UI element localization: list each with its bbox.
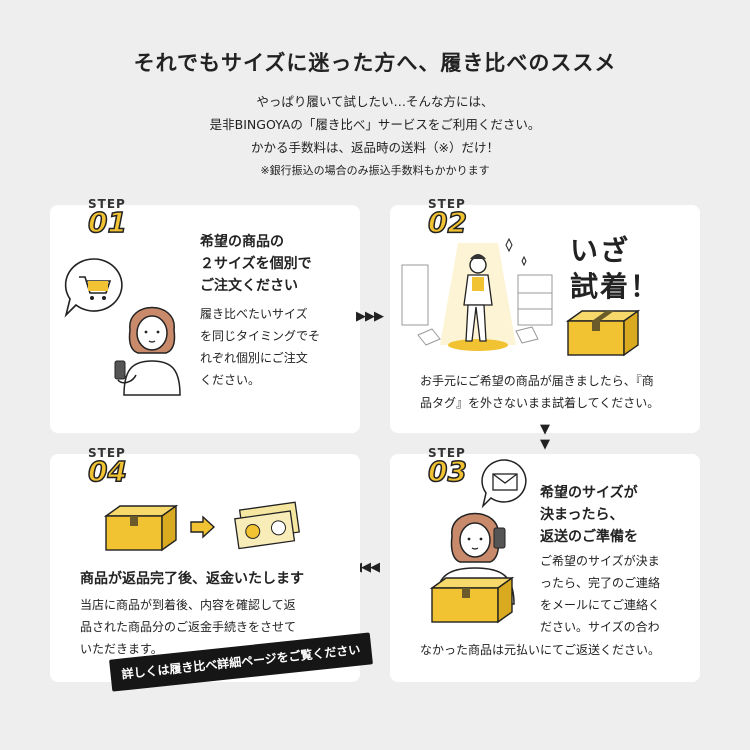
- box-icon: [103, 504, 179, 552]
- step-04-badge: STEP 04: [87, 446, 127, 488]
- body-line: れぞれ個別にご注文: [200, 351, 308, 365]
- mail-bubble-icon: [481, 459, 527, 509]
- body-line: ご希望のサイズが決ま: [540, 554, 660, 568]
- step-01-card: STEP 01 希望の商品の ２サイズを個別で ご注文ください 履き比べたいサイ…: [50, 197, 360, 433]
- box-icon: [429, 576, 515, 624]
- intro-line-3: かかる手数料は、返品時の送料（※）だけ！: [251, 140, 499, 155]
- step-03-heading: 希望のサイズが 決まったら、 返送のご準備を: [540, 482, 638, 548]
- step-number: 03: [427, 455, 467, 488]
- money-icon: [234, 501, 300, 550]
- intro-line-1: やっぱり履いて試したい…そんな方には、: [256, 94, 494, 109]
- woman-phone-illustration: [114, 306, 181, 396]
- heading-line: 返送のご準備を: [540, 529, 638, 545]
- heading-line: ２サイズを個別で: [200, 256, 312, 272]
- step-number: 01: [87, 206, 127, 239]
- intro-text: やっぱり履いて試したい…そんな方には、 是非BINGOYAの「履き比べ」サービス…: [0, 90, 750, 182]
- body-line: を同じタイミングでそ: [200, 329, 321, 343]
- step-01-body: 履き比べたいサイズ を同じタイミングでそ れぞれ個別にご注文 ください。: [200, 303, 320, 391]
- arrow-down-1: ▼: [540, 422, 550, 437]
- intro-line-2: 是非BINGOYAの「履き比べ」サービスをご利用ください。: [209, 117, 541, 132]
- step-01-heading: 希望の商品の ２サイズを個別で ご注文ください: [200, 231, 312, 297]
- step-02-card: STEP 02 いざ 試着！ お手元にご希望の商品が届きましたら、『商 品タグ』…: [390, 197, 700, 433]
- heading-line: ご注文ください: [200, 278, 298, 294]
- step-04-body: 当店に商品が到着後、内容を確認して返 品された商品分のご返金手続きをさせて いた…: [80, 594, 296, 660]
- step-02-badge: STEP 02: [427, 197, 467, 239]
- step-03-badge: STEP 03: [427, 446, 467, 488]
- arrow-right-icon: [190, 515, 216, 539]
- body-line: いただきます。: [80, 642, 163, 656]
- heading-line: 希望のサイズが: [540, 485, 638, 501]
- step-03-body-last: なかった商品は元払いにてご返送ください。: [420, 643, 661, 657]
- step-02-body: お手元にご希望の商品が届きましたら、『商 品タグ』を外さないまま試着してください…: [420, 370, 659, 414]
- body-line: 当店に商品が到着後、内容を確認して返: [80, 598, 296, 612]
- step-number: 04: [87, 455, 127, 488]
- heading-line: 希望の商品の: [200, 234, 284, 250]
- intro-note: ※銀行振込の場合のみ振込手数料もかかります: [260, 164, 490, 177]
- callout-line: いざ: [570, 234, 631, 267]
- step-04-heading: 商品が返品完了後、返金いたします: [80, 571, 304, 587]
- body-line: 品された商品分のご返金手続きをさせて: [80, 620, 297, 634]
- arrow-down: ▼ ▼: [537, 422, 553, 452]
- arrow-down-2: ▼: [540, 437, 550, 452]
- body-line: 品タグ』を外さないまま試着してください。: [420, 396, 660, 410]
- step-label: STEP: [428, 446, 466, 460]
- step-01-badge: STEP 01: [87, 197, 127, 239]
- body-line: ください。: [200, 373, 261, 387]
- arrow-right: ▶▶▶: [356, 309, 384, 324]
- box-icon: [565, 309, 641, 357]
- body-line: ったら、完了のご連絡: [540, 576, 661, 590]
- body-line: をメールにてご連絡く: [540, 598, 661, 612]
- callout-line: 試着！: [570, 270, 661, 303]
- step-number: 02: [427, 206, 467, 239]
- fitting-illustration: [401, 237, 553, 351]
- step-03-card: STEP 03 希望のサイズが 決まったら、 返送のご準備を ご希望のサイズが決…: [390, 446, 700, 682]
- body-line: お手元にご希望の商品が届きましたら、『商: [420, 374, 654, 388]
- cart-bubble-icon: [64, 258, 123, 318]
- step-label: STEP: [428, 197, 466, 211]
- body-line: ださい。サイズの合わ: [540, 620, 660, 634]
- body-line: 履き比べたいサイズ: [200, 307, 308, 321]
- step-03-body: ご希望のサイズが決ま ったら、完了のご連絡 をメールにてご連絡く ださい。サイズ…: [540, 550, 660, 638]
- step-label: STEP: [88, 446, 126, 460]
- page-title: それでもサイズに迷った方へ、履き比べのススメ: [133, 51, 617, 75]
- step-label: STEP: [88, 197, 126, 211]
- step-02-callout: いざ 試着！: [570, 233, 660, 305]
- heading-line: 決まったら、: [540, 507, 624, 523]
